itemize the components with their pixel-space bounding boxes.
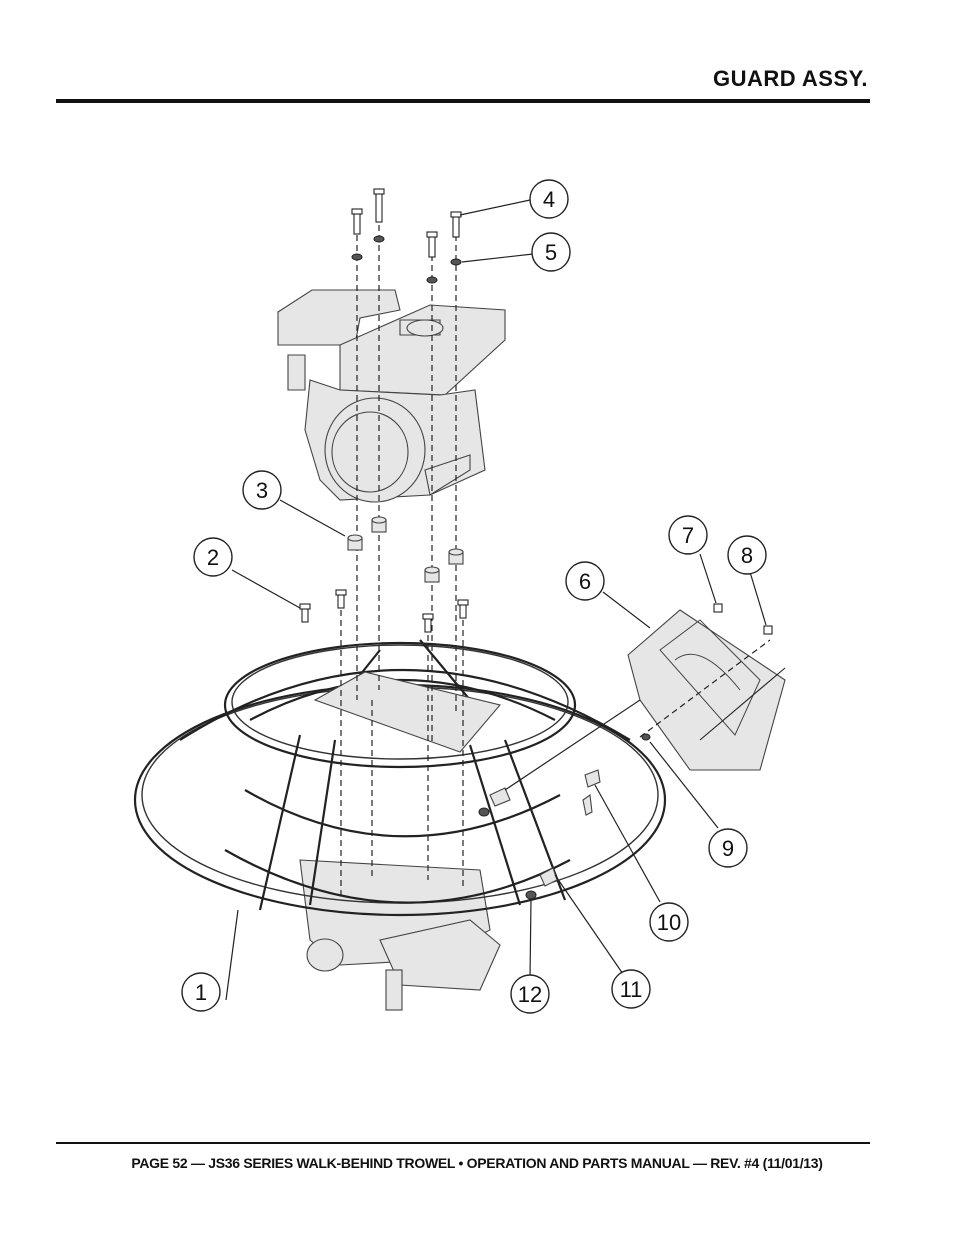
page-footer: PAGE 52 — JS36 SERIES WALK-BEHIND TROWEL… [131,1155,823,1171]
callout-number: 11 [620,977,643,1002]
callout-number: 10 [657,910,681,935]
page-title: GUARD ASSY. [712,66,868,91]
callout-2 [193,537,233,577]
guard-ring [133,639,667,917]
belt-guard [627,603,786,771]
footer-rule [56,1142,870,1144]
callout-number: 5 [545,240,557,265]
spacers [347,516,464,583]
mounting-plate [313,671,501,753]
callout-10 [649,902,689,942]
clamps-and-nuts [478,769,601,900]
gearbox-illustration [299,859,501,1011]
callout-number: 4 [543,187,555,212]
callout-number: 1 [195,980,207,1005]
callout-3 [242,470,282,510]
callout-4 [529,179,569,219]
callout-6 [565,561,605,601]
callout-number: 6 [579,569,591,594]
callout-number: 7 [682,523,694,548]
lower-bolts [299,589,469,633]
header-rule [56,99,870,103]
engine-illustration [277,289,506,503]
callout-7 [668,515,708,555]
callout-1 [181,972,221,1012]
callout-9 [708,828,748,868]
callout-number: 8 [741,543,753,568]
callout-11 [611,969,651,1009]
callout-5 [531,232,571,272]
callout-number: 3 [256,478,268,503]
leader-lines [225,199,767,1001]
callout-8 [727,535,767,575]
callout-number: 12 [518,982,542,1007]
callout-12 [510,974,550,1014]
callout-number: 9 [722,836,734,861]
assembly-centerlines [340,205,464,900]
top-bolts [351,188,462,284]
callout-number: 2 [207,545,219,570]
